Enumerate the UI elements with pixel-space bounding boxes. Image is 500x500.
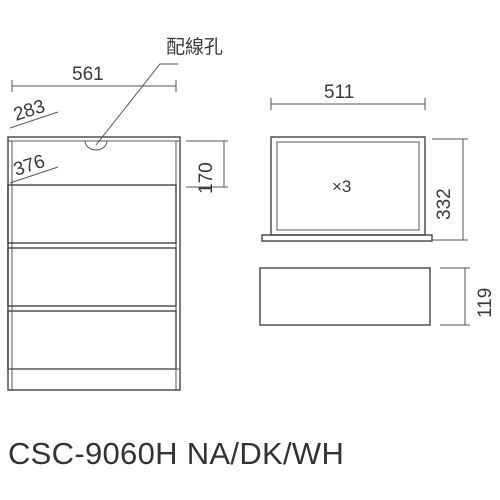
drawer-depth-label: 332 bbox=[434, 188, 455, 220]
cabinet-depth-inner-label: 376 bbox=[11, 151, 48, 181]
drawer-front-outline bbox=[259, 267, 431, 326]
drawer-top-view: 511 ×3 332 bbox=[261, 82, 468, 242]
drawer-front-plate bbox=[261, 234, 433, 242]
cabinet-drawer-1 bbox=[7, 184, 177, 244]
drawer-count-label: ×3 bbox=[332, 177, 351, 196]
drawer-box-inner bbox=[276, 141, 420, 231]
cabinet-drawer-2 bbox=[7, 247, 177, 307]
cabinet-drawer-3 bbox=[7, 310, 177, 370]
cabinet-front-view: 561 283 376 配線孔 170 bbox=[7, 36, 228, 391]
drawer-front-height-label: 119 bbox=[475, 288, 496, 318]
wiring-hole bbox=[84, 140, 108, 151]
cabinet-width-label: 561 bbox=[72, 64, 104, 85]
wiring-hole-leader bbox=[95, 63, 178, 146]
drawer-front-view: 119 bbox=[259, 267, 496, 326]
cabinet-depth-top-label: 283 bbox=[11, 96, 48, 126]
drawer-height-label: 170 bbox=[196, 162, 217, 194]
model-name: CSC-9060H NA/DK/WH bbox=[8, 436, 345, 471]
wiring-hole-label: 配線孔 bbox=[166, 36, 223, 58]
depth-inner-dim-line bbox=[9, 166, 59, 184]
depth-top-dim-line bbox=[9, 111, 59, 129]
drawer-width-label: 511 bbox=[324, 82, 354, 103]
